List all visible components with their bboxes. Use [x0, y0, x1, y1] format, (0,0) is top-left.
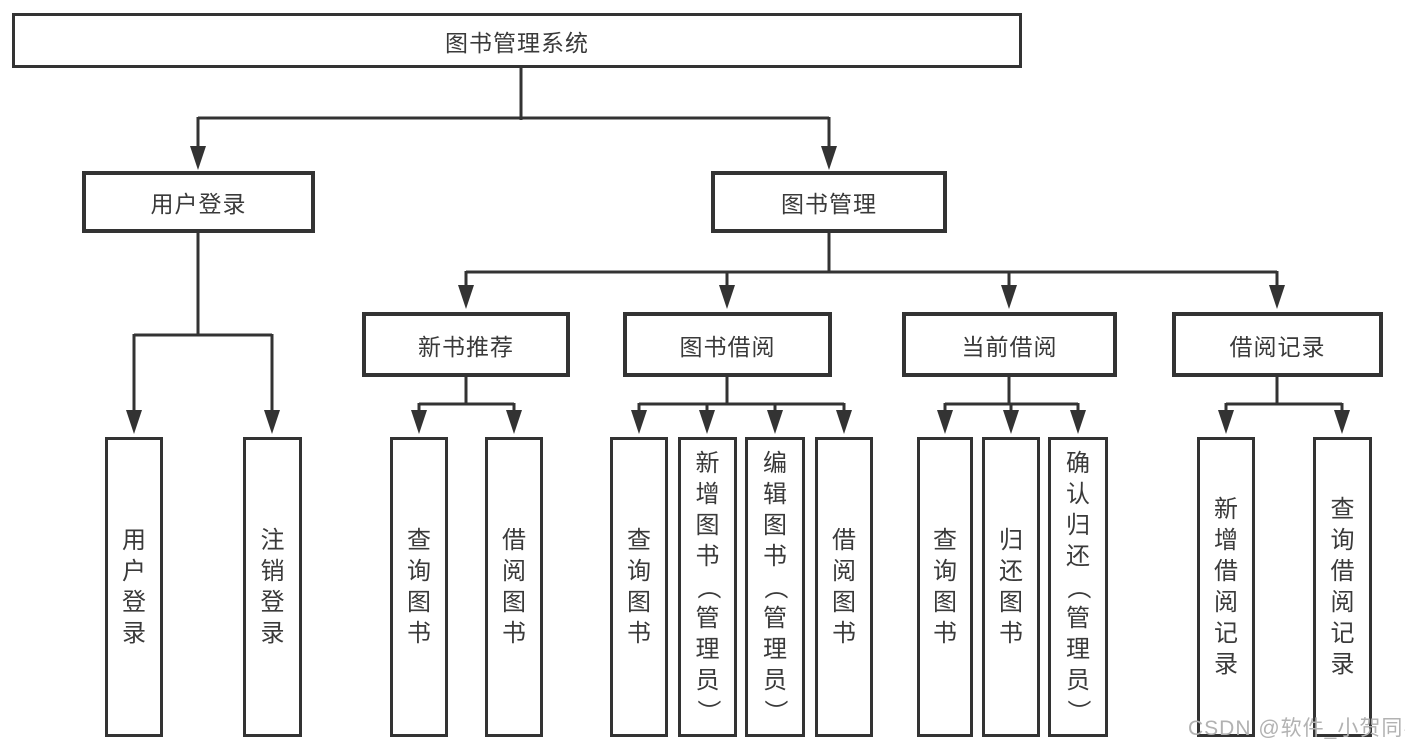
node-user-login-label: 用户登录 [150, 191, 247, 217]
node-leaf-add-books-admin-label: 新增图书（管理员） [694, 449, 721, 724]
node-book-borrow: 图书借阅 [623, 312, 832, 377]
node-user-login: 用户登录 [82, 171, 315, 233]
node-root-label: 图书管理系统 [445, 29, 589, 56]
node-leaf-query-books-2: 查询图书 [610, 437, 668, 737]
node-leaf-add-borrow-record: 新增借阅记录 [1197, 437, 1255, 737]
node-leaf-add-books-admin: 新增图书（管理员） [678, 437, 737, 737]
node-leaf-user-login-label: 用户登录 [122, 527, 146, 647]
node-leaf-confirm-return-admin: 确认归还（管理员） [1048, 437, 1108, 737]
node-leaf-add-borrow-record-label: 新增借阅记录 [1214, 496, 1238, 678]
node-leaf-logout-label: 注销登录 [260, 527, 285, 647]
node-leaf-query-books-3: 查询图书 [917, 437, 973, 737]
node-leaf-query-borrow-record-label: 查询借阅记录 [1330, 496, 1355, 678]
node-new-book-recommend: 新书推荐 [362, 312, 570, 377]
node-leaf-edit-books-admin: 编辑图书（管理员） [745, 437, 805, 737]
watermark: CSDN @软件_小贺同学 [1188, 717, 1405, 740]
node-leaf-query-books-2-label: 查询图书 [627, 527, 651, 647]
node-leaf-borrow-books-2: 借阅图书 [815, 437, 873, 737]
node-current-borrow: 当前借阅 [902, 312, 1117, 377]
node-root: 图书管理系统 [12, 13, 1022, 68]
node-leaf-query-books-1: 查询图书 [390, 437, 448, 737]
node-new-book-recommend-label: 新书推荐 [418, 333, 514, 360]
node-book-management: 图书管理 [711, 171, 947, 233]
node-book-borrow-label: 图书借阅 [679, 333, 776, 360]
node-leaf-edit-books-admin-label: 编辑图书（管理员） [761, 449, 789, 724]
node-leaf-borrow-books-2-label: 借阅图书 [832, 527, 856, 647]
node-leaf-query-books-1-label: 查询图书 [407, 527, 431, 647]
node-borrow-records-label: 借阅记录 [1229, 333, 1326, 360]
node-borrow-records: 借阅记录 [1172, 312, 1383, 377]
node-leaf-return-books-label: 归还图书 [999, 527, 1023, 647]
node-leaf-user-login: 用户登录 [105, 437, 163, 737]
node-leaf-query-books-3-label: 查询图书 [933, 527, 957, 647]
node-leaf-logout: 注销登录 [243, 437, 302, 737]
node-leaf-query-borrow-record: 查询借阅记录 [1313, 437, 1372, 737]
node-leaf-confirm-return-admin-label: 确认归还（管理员） [1064, 449, 1092, 724]
node-book-management-label: 图书管理 [781, 191, 877, 217]
node-leaf-return-books: 归还图书 [982, 437, 1040, 737]
node-leaf-borrow-books-1-label: 借阅图书 [502, 527, 526, 647]
node-current-borrow-label: 当前借阅 [961, 333, 1058, 360]
node-leaf-borrow-books-1: 借阅图书 [485, 437, 543, 737]
